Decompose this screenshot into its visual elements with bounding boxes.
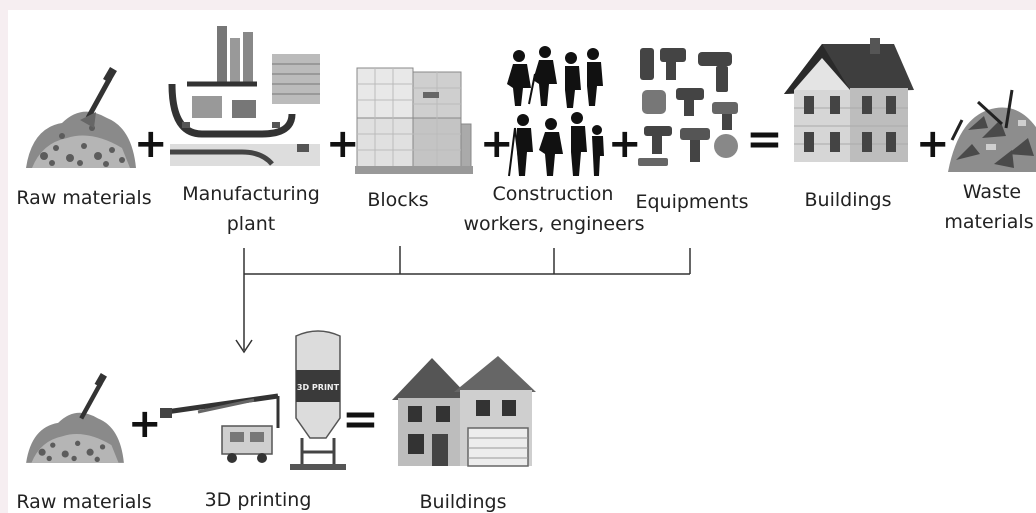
equals-operator-bottom: = <box>342 394 379 445</box>
equals-operator-1: = <box>746 114 783 165</box>
stacked-blocks-pallet-icon <box>355 67 473 174</box>
plus-operator-4: + <box>608 121 642 167</box>
label-construction-line1: Construction <box>492 183 614 205</box>
plus-operator-bottom: + <box>128 401 162 447</box>
two-storey-house-with-garage-icon <box>392 356 536 467</box>
plus-operator-3: + <box>480 121 514 167</box>
power-tools-icon <box>638 48 738 166</box>
label-buildings-bottom: Buildings <box>419 491 507 513</box>
factory-plant-icon <box>168 26 320 166</box>
soil-pile-with-trowel-icon-bottom <box>26 373 124 463</box>
down-arrow-icon <box>235 339 253 354</box>
label-waste-line2: materials <box>944 211 1034 233</box>
label-equipments: Equipments <box>635 191 749 213</box>
plus-operator-2: + <box>326 121 360 167</box>
construction-workers-silhouettes-icon <box>507 46 604 177</box>
plus-operator-1: + <box>134 121 168 167</box>
label-manufacturing-plant-line1: Manufacturing <box>182 183 320 205</box>
silo-label: 3D PRINT <box>297 383 340 392</box>
label-construction-line2: workers, engineers <box>463 213 645 235</box>
soil-pile-with-trowel-icon <box>26 66 136 168</box>
label-buildings-top: Buildings <box>804 189 892 211</box>
label-blocks: Blocks <box>367 189 429 211</box>
label-raw-materials-bottom: Raw materials <box>16 491 152 513</box>
label-3d-printing: 3D printing <box>204 489 312 511</box>
3d-printer-crane-and-silo-icon: 3D PRINT <box>160 330 346 470</box>
label-manufacturing-plant-line2: plant <box>226 213 276 235</box>
plus-operator-5: + <box>916 121 950 167</box>
label-waste-line1: Waste <box>962 181 1022 203</box>
brick-house-icon <box>784 38 914 162</box>
debris-pile-icon <box>948 89 1036 172</box>
label-raw-materials: Raw materials <box>16 187 152 209</box>
connector-lines <box>235 246 691 354</box>
diagram-canvas: + + + + = + Raw materials Manufacturing … <box>8 10 1036 513</box>
